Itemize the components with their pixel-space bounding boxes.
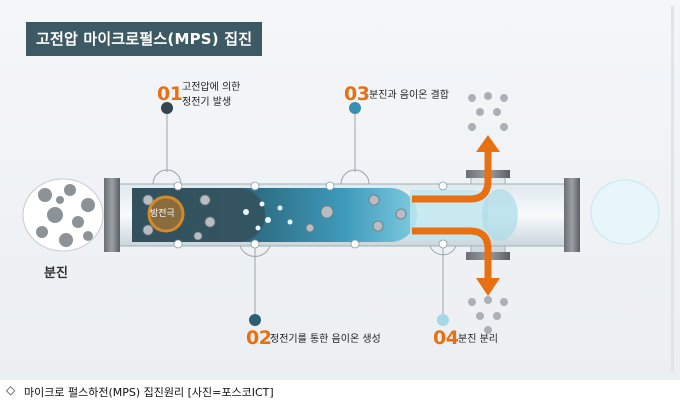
step-03-number: 03 [344,83,370,105]
caption-bar: ◇ 마이크로 펄스하전(MPS) 집진원리 [사진=포스코ICT] [0,381,680,402]
separation-arrows [412,150,492,280]
inlet-flange [104,178,120,252]
diamond-outline-icon: ◇ [6,383,16,397]
dust-cloud [22,178,104,252]
step-01-line1: 고전압에 의한 [182,82,241,93]
step-03-label: 분진과 음이온 결합 [369,90,449,101]
step-01-label: 고전압에 의한 정전기 발생 [182,80,240,110]
outlet-flange [564,178,580,252]
step-01-number: 01 [157,83,183,105]
electrode-label: 방전극 [150,209,175,219]
step-04-number: 04 [433,327,459,349]
diagram-frame: 고전압 마이크로펄스(MPS) 집진 01 고전압에 의한 정전기 발생 03 … [0,0,680,380]
callout-dots [161,102,449,326]
step-04-label: 분진 분리 [458,334,498,345]
dust-label: 분진 [44,266,68,281]
discharge-electrode [147,195,185,233]
clean-air-cloud [590,179,660,245]
mps-diagram [22,92,660,334]
diagram-title: 고전압 마이크로펄스(MPS) 집진 [26,22,263,56]
step-02-number: 02 [246,327,272,349]
image-caption: 마이크로 펄스하전(MPS) 집진원리 [사진=포스코ICT] [24,386,274,399]
step-02-label: 정전기를 통한 음이온 생성 [270,334,381,345]
step-01-line2: 정전기 발생 [182,97,232,108]
